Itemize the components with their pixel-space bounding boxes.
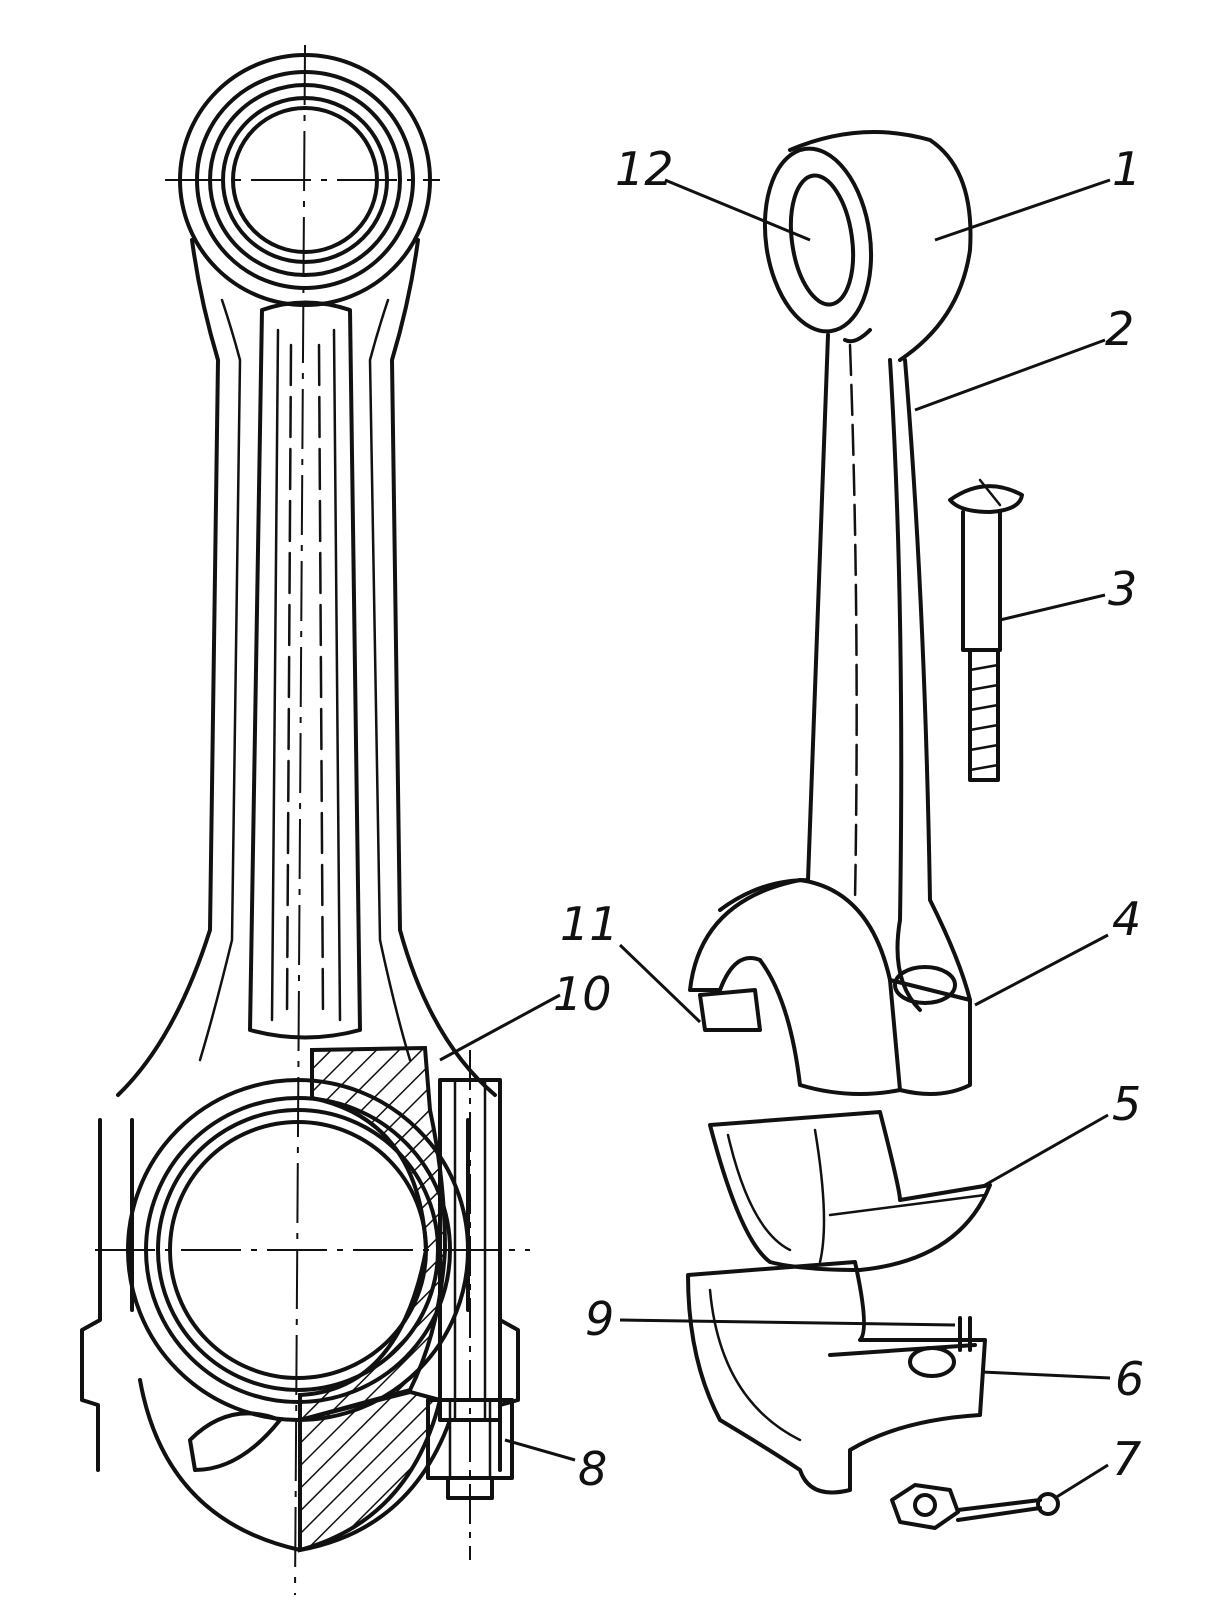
leader-11 xyxy=(618,943,702,1024)
leader-12 xyxy=(664,178,811,242)
leader-10 xyxy=(439,993,561,1062)
leader-2 xyxy=(914,338,1106,412)
leader-6 xyxy=(981,1370,1111,1380)
callout-2: 2 xyxy=(1105,302,1134,356)
callout-10: 10 xyxy=(553,967,612,1021)
nut-and-cotter-pin xyxy=(890,1483,1060,1530)
vertical-axis xyxy=(294,44,306,1596)
callout-7: 7 xyxy=(1112,1432,1141,1486)
sectional-view xyxy=(80,44,530,1596)
leader-7 xyxy=(1054,1463,1109,1500)
callout-12: 12 xyxy=(615,142,674,196)
rod-big-end xyxy=(688,878,972,1096)
bolt-section xyxy=(426,1050,514,1560)
callout-6: 6 xyxy=(1115,1352,1144,1406)
rod-shank xyxy=(116,238,497,1097)
rod-body xyxy=(718,130,973,1012)
bolt xyxy=(948,478,1024,782)
big-end xyxy=(80,1045,520,1553)
bearing-shell xyxy=(708,1110,992,1272)
callout-3: 3 xyxy=(1108,562,1137,616)
leader-5 xyxy=(984,1113,1109,1187)
small-end xyxy=(178,53,432,307)
exploded-view xyxy=(686,130,1060,1530)
leader-1 xyxy=(934,178,1111,242)
callout-4: 4 xyxy=(1112,892,1141,946)
callout-labels: 1 2 3 4 5 6 7 8 9 10 11 12 xyxy=(553,142,1144,1496)
leader-lines xyxy=(439,178,1111,1500)
rod-cap xyxy=(686,1260,987,1495)
callout-11: 11 xyxy=(560,897,619,951)
callout-9: 9 xyxy=(585,1292,614,1346)
callout-8: 8 xyxy=(578,1442,607,1496)
leader-4 xyxy=(974,933,1109,1007)
callout-5: 5 xyxy=(1112,1077,1141,1131)
leader-8 xyxy=(504,1438,576,1462)
leader-9 xyxy=(619,1318,956,1327)
leader-3 xyxy=(999,593,1106,622)
callout-1: 1 xyxy=(1112,142,1141,196)
